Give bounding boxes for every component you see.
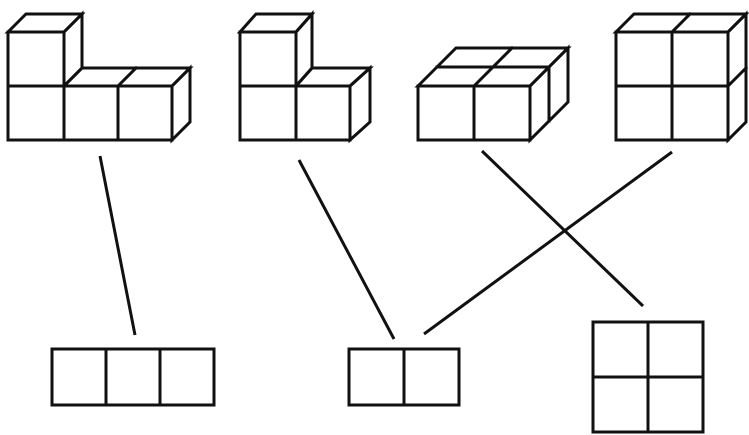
solid-2-cube-top-front [238,30,298,88]
solid-3-front-right [472,84,532,142]
view-1-square-1 [50,347,108,407]
solid-1-cube-top-front [6,30,66,88]
view-1-square-2 [104,347,162,407]
view-3-square-4 [646,375,705,434]
solid-2-cube-top-top [236,12,316,34]
solid-2-cube-bottom-right-front [294,84,352,142]
solid-1-bottom-side-face [170,64,192,144]
solid-3-side-face [528,44,570,144]
connector-solid-4-view-2 [423,150,673,336]
view-3-square-1 [591,320,650,379]
solid-1-cube-bottom-right-front [116,84,174,142]
solid-4-front-top-right [670,30,730,88]
connector-solid-2-view-2 [297,159,396,340]
view-1 [50,347,216,407]
view-2-square-1 [347,347,406,407]
view-1-square-3 [158,347,216,407]
view-3 [591,320,705,434]
view-2-square-2 [402,347,461,407]
solid-1-cube-bottom-left-front [6,84,66,142]
view-3-square-3 [591,375,650,434]
solid-3 [414,44,572,144]
solid-4 [612,10,749,144]
solid-1 [4,10,194,144]
connector-solid-3-view-3 [480,149,645,308]
solid-4-front-bottom-left [614,84,674,142]
solid-4-front-top-left [614,30,674,88]
solid-2-cube-bottom-left-front [238,84,298,142]
solid-3-front-left [416,84,476,142]
solid-2-bottom-side-face [348,64,372,144]
view-2 [347,347,461,407]
solid-1-cube-bottom-middle-front [62,84,120,142]
solid-4-side-face [726,10,748,144]
solid-4-front-bottom-right [670,84,730,142]
solid-2 [236,10,374,144]
view-3-square-2 [646,320,705,379]
connector-solid-1-view-1 [98,155,137,336]
